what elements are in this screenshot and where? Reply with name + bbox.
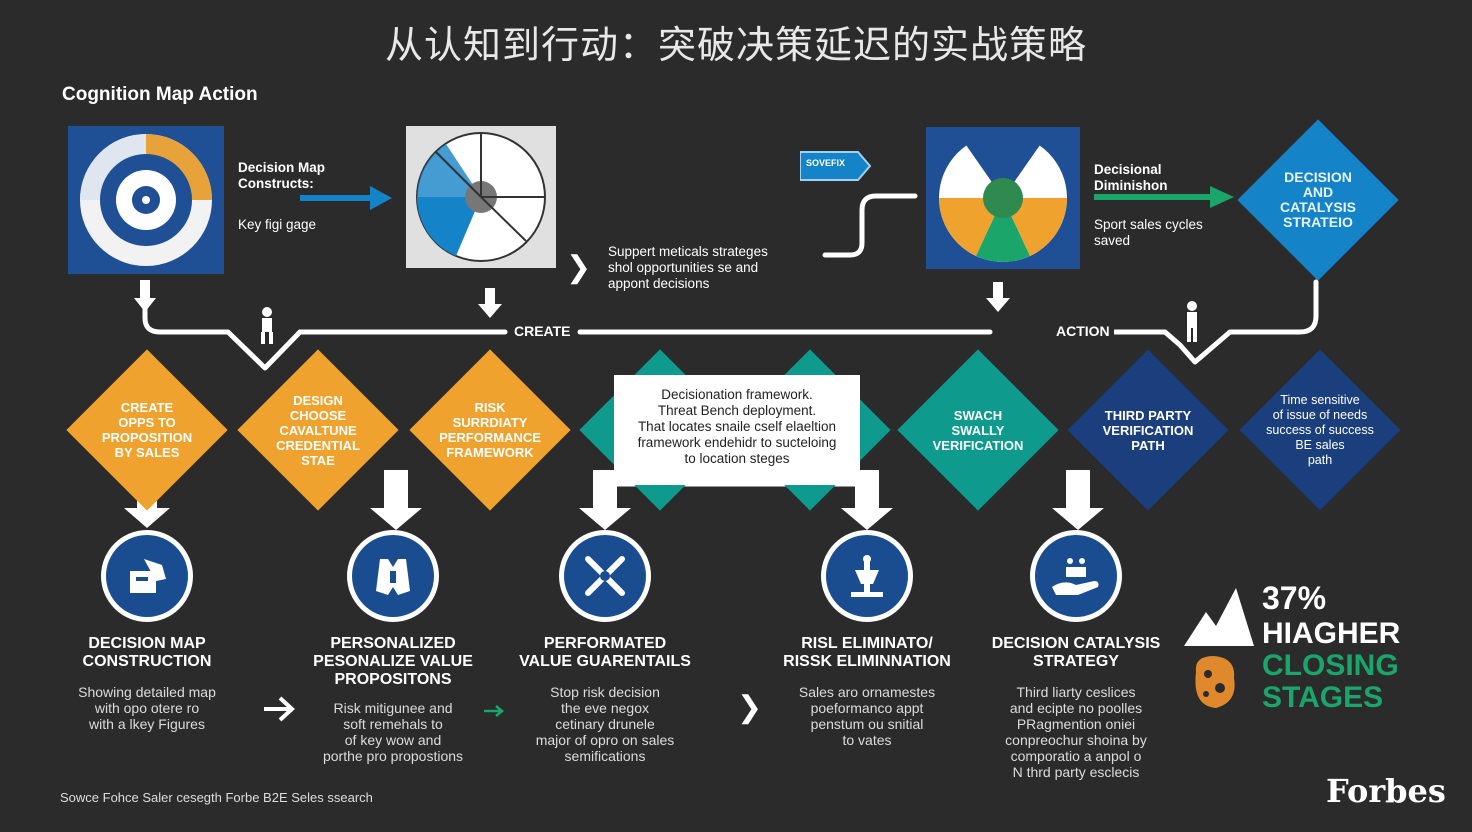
subtitle: Cognition Map Action [62, 84, 258, 105]
forbes-logo: Forbes [1326, 772, 1446, 810]
hand-package-icon [130, 559, 166, 593]
stage-3-circle [559, 530, 651, 622]
arrow-right-icon [264, 696, 295, 722]
stage-4-circle [821, 530, 913, 622]
radial-chart-icon [80, 134, 212, 266]
create-flow-label: CREATE [510, 323, 575, 339]
stage-5-desc: Third liarty ceslices and ecipte no pool… [1005, 684, 1147, 780]
small-green-arrow-icon [484, 705, 504, 717]
decision-map-panel [68, 126, 224, 274]
chevron-right-icon-2: ❯ [737, 691, 763, 724]
diamond-to-circle-arrows [124, 470, 1104, 530]
decisional-label: Decisional Diminishon [1094, 162, 1168, 193]
pie-process-panel [406, 126, 556, 268]
diamond-7-text: THIRD PARTY VERIFICATION PATH [1102, 407, 1194, 453]
sovefix-tag-label: SOVEFIX [806, 158, 846, 168]
diamond-8-text: Time sensitive of issue of needs success… [1266, 392, 1374, 467]
segment-wheel-panel [926, 127, 1080, 269]
action-flow-label: ACTION [1052, 323, 1114, 339]
stage-1-desc: Showing detailed map with opo otere ro w… [78, 684, 216, 732]
stat-line-2: CLOSING [1262, 649, 1399, 682]
framework-box: Decisionation framework. Threat Bench de… [614, 375, 860, 485]
diamond-6: SWACH SWALLY VERIFICATION [897, 349, 1059, 511]
stage-1-circle [101, 530, 193, 622]
mountain-icon [1184, 588, 1254, 646]
crossed-tools-icon [585, 556, 625, 596]
diamond-6-text: SWACH SWALLY VERIFICATION [932, 407, 1024, 453]
stage-5-circle [1030, 530, 1122, 622]
stage-2-circle [347, 530, 439, 622]
stage-2-title: PERSONALIZED PESONALIZE VALUE PROPOSITON… [313, 635, 473, 688]
decision-catalysis-text: DECISION AND CATALYSIS STRATEIO [1280, 169, 1356, 230]
stage-1-title: DECISION MAP CONSTRUCTION [82, 635, 212, 670]
person-standing-icon [1187, 301, 1197, 342]
pie-process-icon [416, 132, 546, 262]
down-arrows [134, 280, 1010, 318]
tag-arrow-icon [799, 151, 872, 181]
key-figure-label: Key figi gage [238, 217, 317, 232]
stat-number: 37% [1262, 580, 1327, 616]
stat-line-3: STAGES [1262, 681, 1384, 714]
segment-wheel-icon [926, 127, 1080, 269]
diamond-3-text: RISK SURRDIATY PERFORMANCE FRAMEWORK [439, 400, 541, 460]
right-flow-line [1162, 279, 1319, 365]
diamond-2-text: DESIGN CHOOSE CAVALTUNE CREDENTIAL STAE [276, 392, 360, 468]
person-walking-icon [261, 307, 273, 344]
decision-catalysis-diamond: DECISION AND CATALYSIS STRATEIO [1237, 119, 1399, 281]
support-strategies-label: Suppert meticals strateges shol opportun… [608, 244, 768, 291]
diamond-3: RISK SURRDIATY PERFORMANCE FRAMEWORK [409, 349, 571, 511]
diamond-8: Time sensitive of issue of needs success… [1239, 349, 1401, 511]
page-title: 从认知到行动：突破决策延迟的实战策略 [384, 23, 1087, 67]
stage-4-desc: Sales aro ornamestes poeformanco appt pe… [798, 684, 936, 748]
green-arrow-icon [1094, 186, 1234, 208]
s-curve-line [822, 193, 918, 258]
stage-2-desc: Risk mitigunee and soft remehals to of k… [322, 700, 464, 764]
sales-cycles-label: Sport sales cycles saved [1094, 217, 1203, 248]
sovefix-tag: SOVEFIX [799, 150, 872, 187]
chevron-right-icon: ❯ [566, 251, 592, 284]
right-arrow-icon [300, 186, 392, 210]
cheese-icon [1195, 656, 1235, 708]
stat-line-1: HIAGHER [1262, 617, 1401, 650]
diamond-1: CREATE OPPS TO PROPOSITION BY SALES [66, 349, 228, 511]
stage-5-title: DECISION CATALYSIS STRATEGY [991, 635, 1161, 670]
left-flow-line [142, 287, 493, 371]
diamond-2: DESIGN CHOOSE CAVALTUNE CREDENTIAL STAE [237, 349, 399, 511]
vest-icon [376, 559, 410, 595]
diamond-1-text: CREATE OPPS TO PROPOSITION BY SALES [101, 400, 193, 460]
stage-4-title: RISL ELIMINATO/ RISSK ELIMINNATION [783, 635, 951, 670]
decision-map-label: Decision Map Constructs: [238, 160, 326, 191]
diamond-7: THIRD PARTY VERIFICATION PATH [1067, 349, 1229, 511]
source-note: Sowce Fohce Saler cesegth Forbe B2E Sele… [60, 790, 373, 805]
stage-3-desc: Stop risk decision the eve negox cetinar… [535, 684, 675, 764]
stage-3-title: PERFORMATED VALUE GUARENTAILS [519, 635, 691, 670]
hand-holding-icon [1052, 558, 1099, 595]
scale-icon [851, 555, 883, 597]
